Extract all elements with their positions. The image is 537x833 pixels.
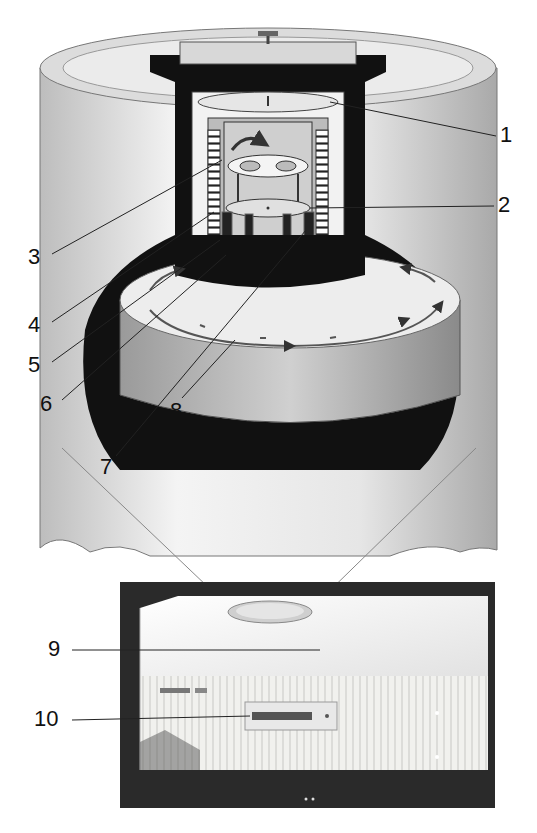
callout-number: 7 <box>100 456 112 478</box>
callout-number: 1 <box>500 124 512 146</box>
callout-number: 6 <box>40 393 52 415</box>
callout-number: 2 <box>498 194 510 216</box>
callout-number: 4 <box>28 314 40 336</box>
callout-number: 5 <box>28 354 40 376</box>
callout-number: 10 <box>34 708 58 730</box>
leader-lines <box>52 102 496 720</box>
callout-number: 8 <box>170 400 182 422</box>
callout-number: 3 <box>28 246 40 268</box>
callout-number: 9 <box>48 638 60 660</box>
